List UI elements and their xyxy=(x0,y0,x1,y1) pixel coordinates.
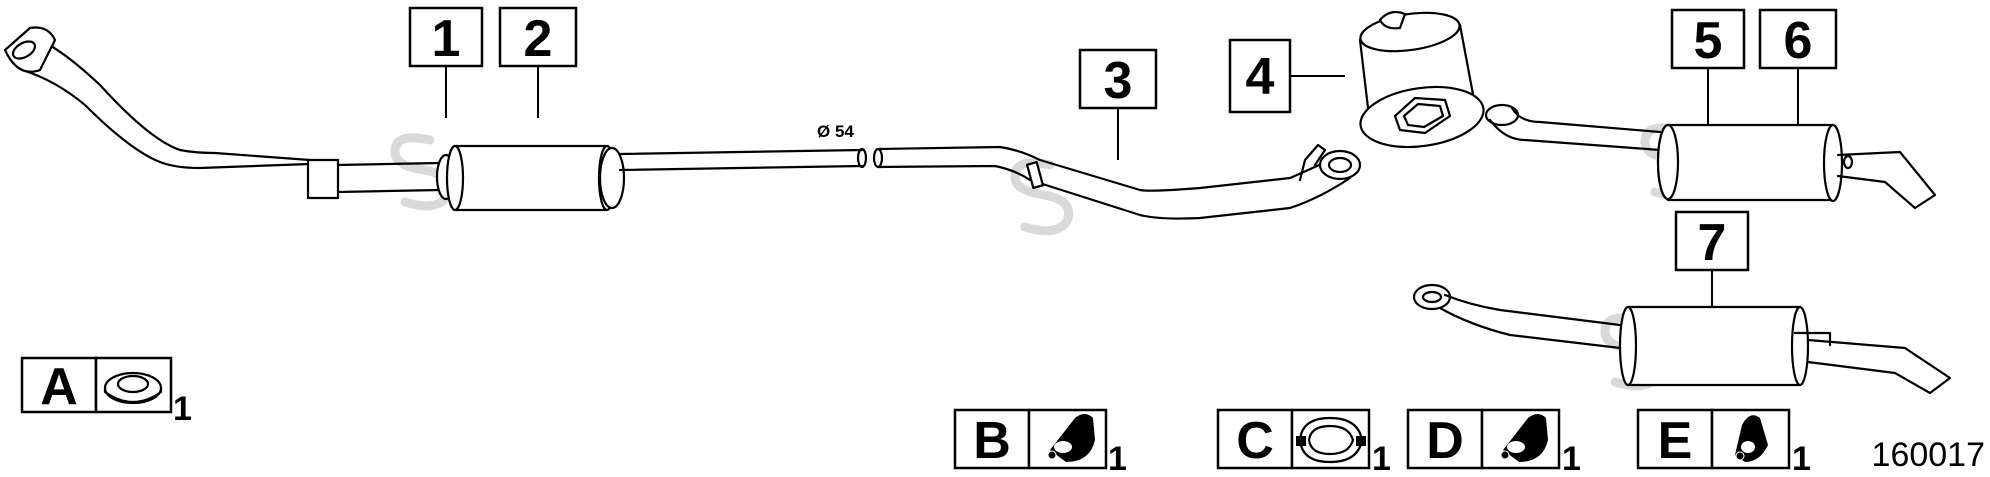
svg-text:1: 1 xyxy=(1108,440,1127,477)
front-pipe-assembly xyxy=(3,26,868,212)
callout-7: 7 xyxy=(1674,210,1750,307)
callout-6: 6 xyxy=(1758,8,1838,125)
accessory-b: B 1 xyxy=(953,408,1127,477)
svg-text:E: E xyxy=(1658,412,1693,470)
rubber-hanger-icon xyxy=(1735,415,1768,462)
callout-2: 2 xyxy=(498,6,578,118)
drawing-number: 160017 xyxy=(1872,436,1985,474)
accessory-a: A 1 xyxy=(20,356,192,428)
svg-text:1: 1 xyxy=(432,10,461,68)
svg-text:A: A xyxy=(40,358,78,416)
svg-text:7: 7 xyxy=(1698,214,1727,272)
svg-text:6: 6 xyxy=(1784,12,1813,70)
intermediate-pipe xyxy=(872,143,1362,220)
callout-3: 3 xyxy=(1078,48,1158,160)
svg-text:1: 1 xyxy=(1562,440,1581,477)
svg-text:C: C xyxy=(1236,412,1274,470)
accessory-e: E 1 xyxy=(1636,408,1811,477)
accessory-d: D 1 xyxy=(1406,408,1581,477)
svg-text:B: B xyxy=(973,412,1011,470)
callout-1: 1 xyxy=(408,6,484,118)
callout-4: 4 xyxy=(1228,38,1345,114)
svg-text:2: 2 xyxy=(524,10,553,68)
svg-text:D: D xyxy=(1426,412,1464,470)
svg-text:3: 3 xyxy=(1104,52,1133,110)
rubber-hanger-icon xyxy=(1500,414,1548,462)
front-silencer xyxy=(1358,10,1485,149)
accessory-c: C 1 xyxy=(1216,408,1391,477)
svg-text:5: 5 xyxy=(1694,12,1723,70)
svg-text:1: 1 xyxy=(1372,440,1391,477)
rear-silencer-alternative xyxy=(1412,283,1952,395)
rubber-hanger-icon xyxy=(1047,414,1095,462)
pipe-clamp-icon xyxy=(1296,416,1366,464)
pipe-diameter-label: Ø 54 xyxy=(817,122,854,141)
svg-text:4: 4 xyxy=(1246,48,1275,106)
svg-text:1: 1 xyxy=(1792,440,1811,477)
rear-silencer xyxy=(1484,103,1937,210)
gasket-ring-icon xyxy=(103,371,163,405)
svg-text:1: 1 xyxy=(173,390,192,428)
callout-5: 5 xyxy=(1670,8,1746,125)
